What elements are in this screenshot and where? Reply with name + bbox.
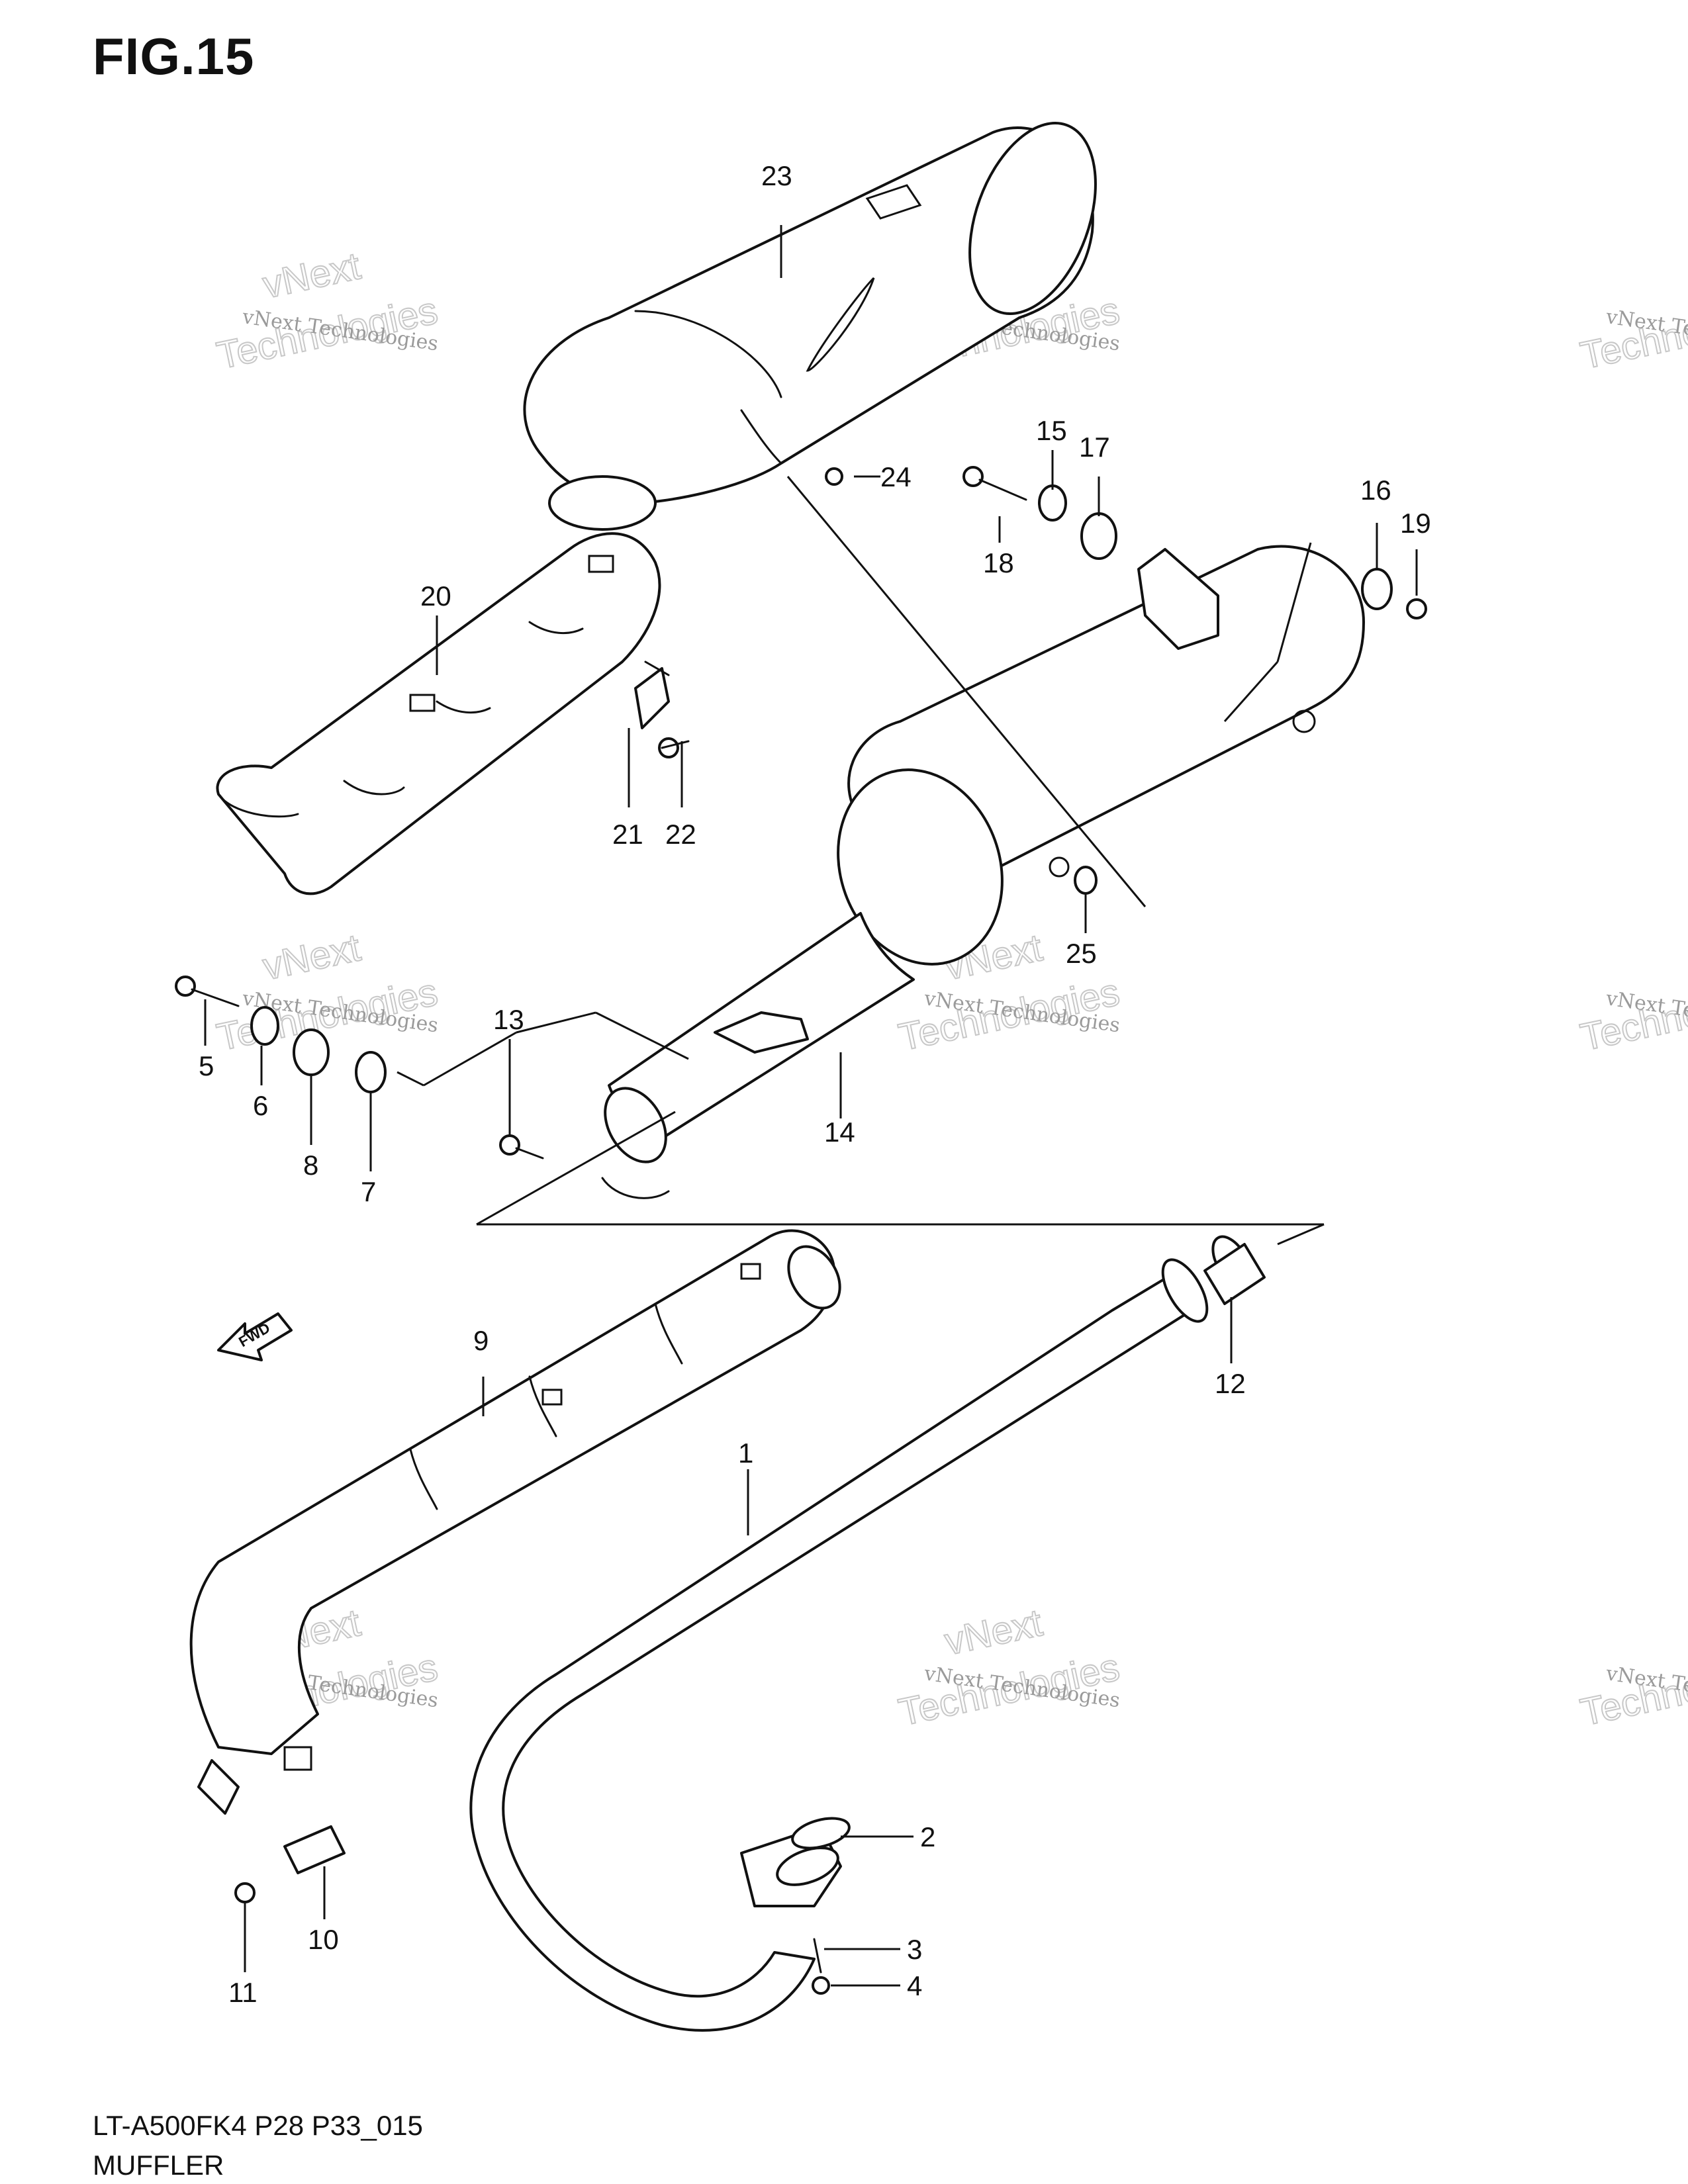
callout-21: 21 xyxy=(612,819,643,850)
forward-arrow-icon: FWD xyxy=(217,1312,293,1361)
part-5-bolt xyxy=(175,976,240,1007)
callout-7: 7 xyxy=(361,1176,376,1207)
part-12-sleeve xyxy=(1203,1235,1266,1305)
watermark: Technologies vNext vNext Technologies xyxy=(212,925,442,1060)
part-15-washer xyxy=(1038,484,1067,522)
part-10-clamp xyxy=(283,1825,346,1874)
callout-13: 13 xyxy=(493,1004,524,1035)
callout-2: 2 xyxy=(920,1821,935,1852)
part-7-collar xyxy=(355,1051,387,1093)
part-2-gasket xyxy=(791,1817,851,1850)
watermark: Technologies vNext Technologies xyxy=(1576,1645,1688,1735)
svg-text:vNext: vNext xyxy=(259,926,364,988)
model-code: LT-A500FK4 P28 P33_015 xyxy=(93,2110,423,2141)
callout-16: 16 xyxy=(1360,475,1391,506)
callout-17: 17 xyxy=(1079,432,1110,463)
part-18-bolt xyxy=(962,466,1027,501)
part-23-muffler-cover xyxy=(523,122,1097,531)
callout-14: 14 xyxy=(824,1116,855,1148)
callout-18: 18 xyxy=(983,547,1014,578)
callout-24: 24 xyxy=(880,461,912,492)
callout-8: 8 xyxy=(303,1150,318,1181)
figure-title: FIG.15 xyxy=(93,27,255,85)
callout-1: 1 xyxy=(738,1437,753,1469)
watermark: Technologies vNext vNext Technologies xyxy=(894,1600,1124,1735)
part-13-bolt xyxy=(499,1134,544,1160)
part-16-collar xyxy=(1361,568,1393,610)
part-9-exhaust-heat-shield xyxy=(189,1229,841,1815)
callout-numbers: 23 24 15 17 18 16 19 20 21 22 25 13 14 5… xyxy=(199,160,1431,2008)
part-11-bolt xyxy=(234,1882,256,1903)
callout-9: 9 xyxy=(473,1325,489,1356)
part-8-grommet xyxy=(293,1028,330,1076)
watermark: Technologies vNext vNext Technologies xyxy=(212,244,442,378)
callout-22: 22 xyxy=(665,819,696,850)
part-25-washer xyxy=(1074,866,1098,895)
part-22-bolt xyxy=(658,737,690,758)
part-19-nut xyxy=(1406,598,1427,619)
callout-10: 10 xyxy=(308,1924,339,1955)
callout-15: 15 xyxy=(1036,415,1067,446)
part-14-muffler xyxy=(601,545,1365,1199)
part-3-stud xyxy=(813,1938,822,1974)
part-4-nut xyxy=(812,1976,830,1995)
svg-text:vNext: vNext xyxy=(941,1601,1046,1663)
part-17-grommet xyxy=(1080,512,1117,560)
callout-leaders xyxy=(204,225,1418,1987)
callout-20: 20 xyxy=(420,580,451,612)
reference-lines xyxy=(397,476,1325,1246)
callout-25: 25 xyxy=(1066,938,1097,969)
part-6-washer xyxy=(250,1006,279,1046)
callout-3: 3 xyxy=(907,1934,922,1965)
callout-12: 12 xyxy=(1215,1368,1246,1399)
part-21-bracket xyxy=(634,660,670,729)
callout-23: 23 xyxy=(761,160,792,191)
watermark: Technologies vNext Technologies xyxy=(1576,288,1688,378)
callout-5: 5 xyxy=(199,1050,214,1081)
callout-4: 4 xyxy=(907,1970,922,2001)
part-20-front-heat-shield xyxy=(216,532,661,895)
callout-6: 6 xyxy=(253,1090,268,1121)
svg-text:vNext: vNext xyxy=(259,244,364,306)
section-name: MUFFLER xyxy=(93,2150,224,2181)
callout-19: 19 xyxy=(1400,508,1431,539)
callout-11: 11 xyxy=(228,1977,258,2008)
part-24-bolt xyxy=(825,467,843,486)
watermark: Technologies vNext Technologies xyxy=(1576,970,1688,1060)
